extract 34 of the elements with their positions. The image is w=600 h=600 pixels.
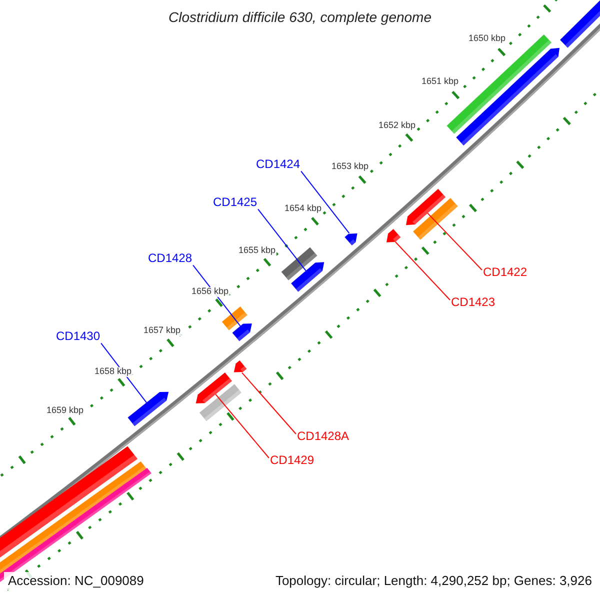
gene-feature [291,262,324,292]
scale-label: 1658 kbp [93,367,133,377]
gene-label: CD1425 [213,196,258,210]
gene-feature [344,233,358,246]
scale-label: 1653 kbp [330,162,370,172]
scale-label: 1656 kbp [190,287,230,297]
leader-line [258,208,306,272]
gene-feature [406,188,446,226]
gene-feature [386,228,401,242]
leader-line [427,212,482,270]
gene-label: CD1430 [56,330,100,344]
gene-feature [196,372,232,404]
leader-line [215,394,270,458]
gene-feature [232,324,252,342]
scale-label: 1655 kbp [237,246,277,256]
gene-label: CD1423 [451,296,496,310]
scale-label: 1654 kbp [283,204,323,214]
scale-label: 1659 kbp [45,406,85,416]
genome-summary: Topology: circular; Length: 4,290,252 bp; Genes: 3,926 [275,574,592,588]
scale-label: 1652 kbp [377,121,417,131]
gene-label: CD1428 [148,252,192,266]
gene-label: CD1429 [270,454,314,468]
gene-feature [234,360,247,372]
gene-feature [128,392,169,426]
gene-label: CD1428A [297,430,350,444]
scale-label: 1651 kbp [420,77,460,87]
leader-line [242,372,296,434]
leader-line [300,170,350,234]
chart-title: Clostridium difficile 630, complete genome [167,10,432,26]
leader-line [394,241,450,300]
gene-label: CD1422 [483,266,528,280]
gene-label: CD1424 [256,158,300,172]
scale-label: 1650 kbp [467,34,507,44]
scale-label: 1657 kbp [142,326,182,336]
